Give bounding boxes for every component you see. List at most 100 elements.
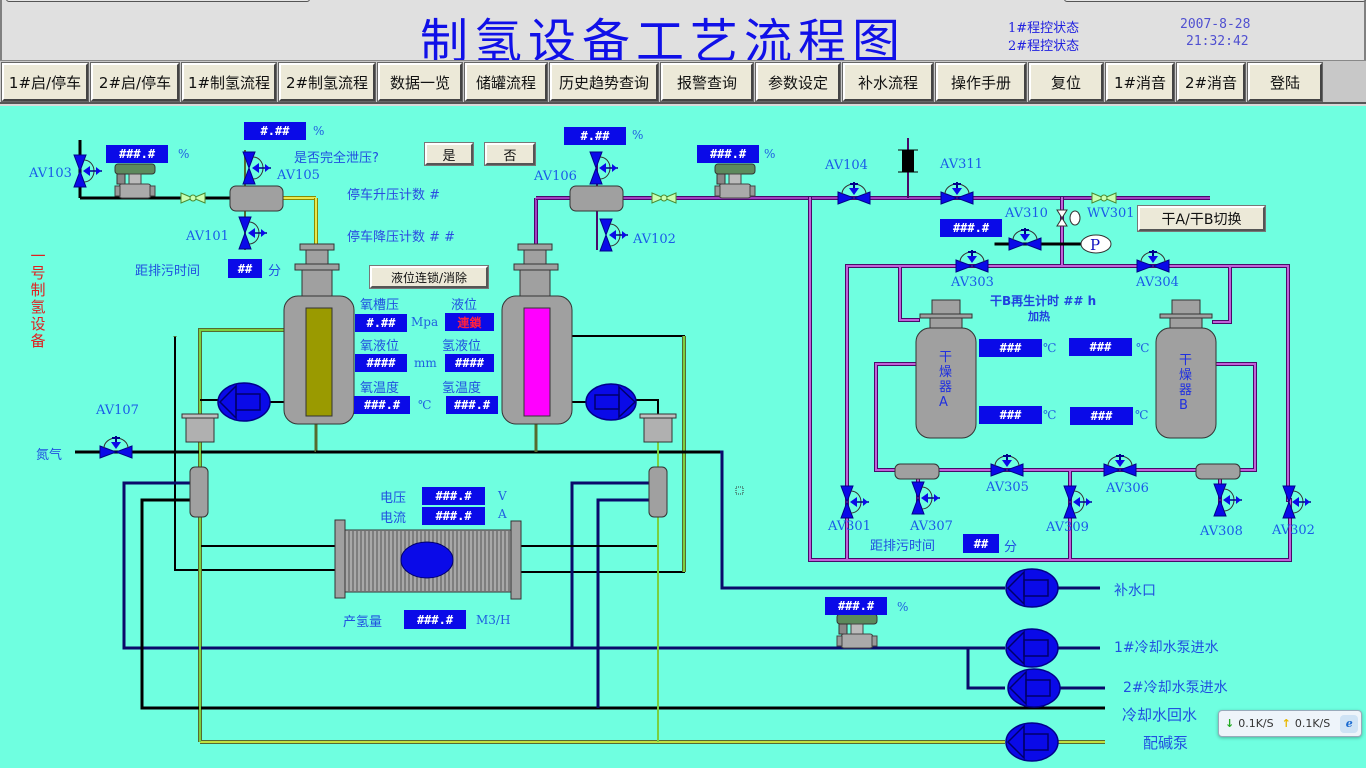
dryer-a-label: 干燥器A [939,350,953,410]
download-speed: 0.1K/S [1238,717,1274,730]
h2-level-label: 氢液位 [442,339,482,354]
o2-cooler-cap [181,413,219,419]
nav-h2-flow-1[interactable]: 1#制氢流程 [181,62,277,102]
release-yes-button[interactable]: 是 [424,142,474,166]
label-av306: AV306 [1106,481,1149,496]
nav-history-trend[interactable]: 历史趋势查询 [549,62,659,102]
nav-data-overview[interactable]: 数据一览 [377,62,463,102]
h2-valve-opening-display: ###.# [697,145,759,163]
release-no-button[interactable]: 否 [484,142,536,166]
header: 制氢设备工艺流程图 1#程控状态 2#程控状态 2007-8-28 21:32:… [0,0,1366,70]
label-av309: AV309 [1046,520,1089,535]
voltage-label: 电压 [380,491,407,506]
valve-av104[interactable] [837,181,871,205]
tank-pressure-label: 氧槽压 [360,298,400,313]
unit-flow: M3/H [476,613,511,627]
valve-av107[interactable] [99,435,133,459]
level-label: 液位 [451,298,478,313]
o2-temp-display: ###.# [354,396,410,414]
level-interlock-status: 連鎖 [445,313,494,331]
valve-av102[interactable] [599,218,629,252]
unit-pct: % [897,600,909,614]
valve-av105[interactable] [242,151,272,185]
full-release-question: 是否完全泄压? [294,151,379,166]
control-valve-o2[interactable] [114,163,156,199]
program-control-status-2: 2#程控状态 [1008,39,1080,54]
dryer-b-temp-top: ### [1069,338,1132,356]
pressure-gauge-label: P [1090,236,1100,254]
h2-temp-display: ###.# [446,396,498,414]
makeup-water-pump[interactable] [1005,568,1059,608]
h2-separator-display: #.## [564,127,626,145]
nav-alarm-query[interactable]: 报警查询 [660,62,754,102]
nav-water-supply-flow[interactable]: 补水流程 [842,62,934,102]
h2-tank [501,243,573,425]
tank-pressure-display: #.## [355,314,407,332]
nav-start-stop-1[interactable]: 1#启/停车 [1,62,89,102]
valve-av305[interactable] [990,453,1024,477]
cooling-return-label: 冷却水回水 [1122,706,1198,724]
valve-av101[interactable] [238,216,268,250]
stop-pressurize-count: 停车升压计数 # [347,188,441,203]
nav-reset[interactable]: 复位 [1028,62,1104,102]
o2-tank [283,243,355,425]
label-av303: AV303 [951,275,994,290]
drain-time-display-right: ## [963,534,999,553]
cooling-valve-opening-display: ###.# [825,597,887,615]
nav-parameter-settings[interactable]: 参数设定 [755,62,841,102]
nav-mute-1[interactable]: 1#消音 [1105,62,1175,102]
program-control-status-1: 1#程控状态 [1008,21,1080,36]
nav-toolbar: 1#启/停车 2#启/停车 1#制氢流程 2#制氢流程 数据一览 储罐流程 历史… [0,60,1366,104]
browser-icon[interactable]: e [1340,714,1359,733]
h2-circulation-pump[interactable] [585,383,637,421]
dryer-pressure-display: ###.# [940,219,1002,237]
label-wv301: WV301 [1087,206,1135,221]
label-av101: AV101 [186,229,229,244]
nitrogen-label: 氮气 [36,448,63,463]
nav-h2-flow-2[interactable]: 2#制氢流程 [278,62,376,102]
unit-pct: % [632,128,644,142]
o2-circulation-pump[interactable] [217,382,271,422]
time-display: 21:32:42 [1186,34,1249,49]
cooling-pump-2[interactable] [1007,668,1061,708]
dryer-b [1155,299,1217,439]
check-valve-dryer-out [1091,192,1117,204]
upload-speed: 0.1K/S [1294,717,1331,730]
pump2-inlet-label: 2#冷却水泵进水 [1123,680,1228,696]
pressure-gauge-icon [1080,234,1112,254]
control-valve-h2[interactable] [714,163,756,199]
nav-start-stop-2[interactable]: 2#启/停车 [90,62,180,102]
valve-av311[interactable] [940,181,974,205]
o2-level-label: 氧液位 [360,339,400,354]
valve-av310[interactable] [1008,227,1042,251]
nav-tank-flow[interactable]: 储罐流程 [464,62,548,102]
valve-wv301[interactable] [1056,209,1081,227]
cooling-pump-1[interactable] [1005,628,1059,668]
focus-marker [735,486,744,495]
valve-av304[interactable] [1136,249,1170,273]
valve-av103[interactable] [73,154,103,188]
dryer-switch-button[interactable]: 干A/干B切换 [1137,205,1266,232]
nav-mute-2[interactable]: 2#消音 [1176,62,1246,102]
valve-av306[interactable] [1103,453,1137,477]
unit-minute: 分 [1004,540,1018,555]
h2-separator [569,185,624,212]
current-label: 电流 [380,511,407,526]
valve-av303[interactable] [955,249,989,273]
dryer-filter-right [1195,463,1241,480]
control-valve-cooling[interactable] [836,613,878,649]
network-speed-widget: ↓ 0.1K/S ↑ 0.1K/S e [1218,710,1362,737]
valve-av106[interactable] [589,151,619,185]
date-display: 2007-8-28 [1180,17,1251,32]
current-display: ###.# [422,507,485,525]
o2-level-display: #### [355,354,407,372]
pipe-network: P [73,138,1312,762]
nav-login[interactable]: 登陆 [1247,62,1323,102]
unit-mm: mm [414,356,437,370]
unit-amp: A [498,507,507,521]
drain-time-display-left: ## [228,259,262,278]
nav-operation-manual[interactable]: 操作手册 [935,62,1027,102]
level-interlock-clear-button[interactable]: 液位连锁/消除 [369,265,489,289]
label-av106: AV106 [534,169,577,184]
alkali-pump[interactable] [1005,722,1059,762]
